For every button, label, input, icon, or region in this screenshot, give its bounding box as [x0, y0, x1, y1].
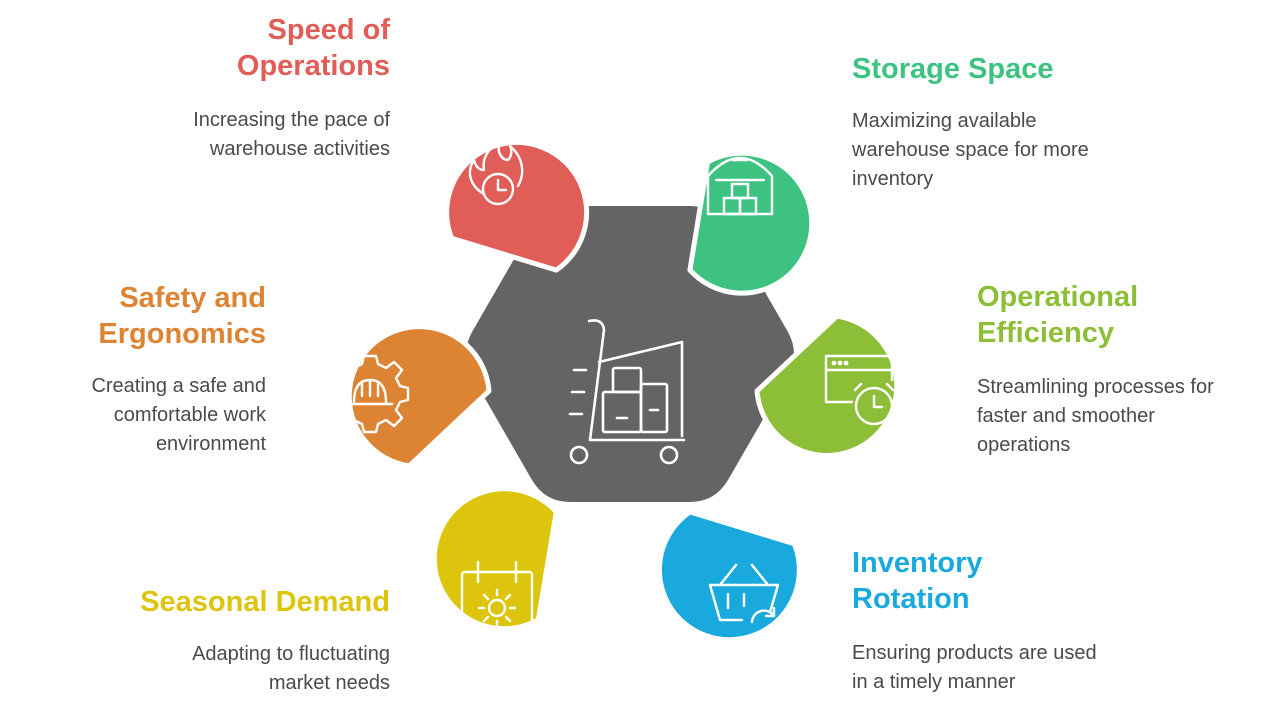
- speed-title: Speed of Operations: [236, 14, 390, 82]
- petal-safety: [346, 324, 492, 469]
- basket-refresh-icon: [708, 563, 780, 644]
- speed-description: Increasing the pace of warehouse activit…: [193, 109, 390, 160]
- warehouse-cart-icon: [568, 319, 686, 465]
- seasonal-description: Adapting to fluctuating market needs: [192, 643, 390, 694]
- efficiency-title: Operational Efficiency: [977, 281, 1139, 349]
- gear-hardhat-icon: [330, 354, 410, 434]
- browser-clock-icon: [824, 354, 895, 426]
- petal-speed: [444, 139, 590, 273]
- rotation-block: Inventory Rotation Ensuring products are…: [852, 545, 1132, 697]
- storage-title: Storage Space: [852, 53, 1054, 85]
- rotation-description: Ensuring products are used in a timely m…: [852, 642, 1097, 693]
- petal-seasonal: [431, 486, 559, 632]
- petal-rotation: [656, 509, 802, 643]
- petal-storage: [687, 150, 815, 296]
- safety-block: Safety and Ergonomics Creating a safe an…: [20, 280, 266, 459]
- calendar-sun-icon: [460, 560, 534, 638]
- safety-title: Safety and Ergonomics: [98, 282, 266, 350]
- safety-description: Creating a safe and comfortable work env…: [91, 375, 266, 455]
- fire-clock-icon: [468, 141, 524, 206]
- rotation-title: Inventory Rotation: [852, 547, 983, 615]
- speed-block: Speed of Operations Increasing the pace …: [60, 12, 390, 164]
- seasonal-block: Seasonal Demand Adapting to fluctuating …: [100, 584, 390, 698]
- warehouse-boxes-icon: [706, 156, 774, 216]
- seasonal-title: Seasonal Demand: [140, 586, 390, 618]
- storage-block: Storage Space Maximizing available wareh…: [852, 51, 1112, 194]
- efficiency-block: Operational Efficiency Streamlining proc…: [977, 279, 1267, 460]
- storage-description: Maximizing available warehouse space for…: [852, 110, 1089, 190]
- efficiency-description: Streamlining processes for faster and sm…: [977, 376, 1214, 456]
